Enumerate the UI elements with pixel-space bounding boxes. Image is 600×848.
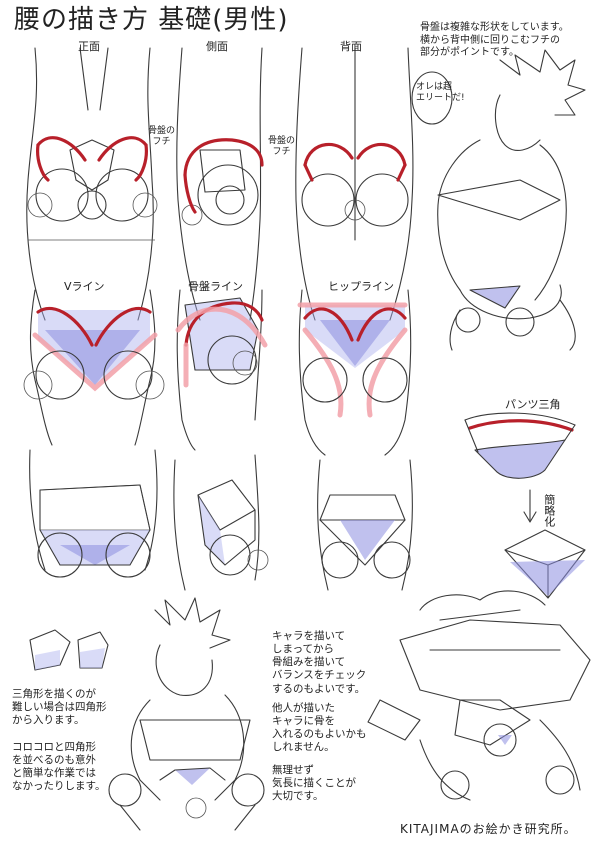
speech-bubble-text: オレは超 エリートだ! (416, 82, 465, 104)
character-crouching-drawing (108, 597, 265, 831)
label-panty-triangle: パンツ三角 (505, 398, 561, 411)
box-pelvis-back-drawing (317, 459, 413, 591)
hip-line-drawing (297, 289, 412, 456)
signature: KITAJIMAのお絵かき研究所。 (400, 822, 577, 836)
label-v-line: Vライン (64, 280, 105, 293)
center-note-3: 無理せず 気長に描くことが 大切です。 (272, 764, 356, 803)
small-cubes-drawing (29, 629, 109, 671)
label-pelvis-edge-front: 骨盤の フチ (148, 126, 176, 148)
panty-triangle-drawing (464, 412, 576, 479)
simplified-box-drawing (504, 529, 586, 599)
box-pelvis-front-drawing (29, 449, 158, 578)
center-note-2: 他人が描いた キャラに骨を 入れるのもよいかも しれません。 (272, 702, 367, 754)
character-standing-drawing (437, 49, 586, 351)
pelvis-front-drawing (26, 47, 158, 321)
pelvis-line-drawing (175, 289, 268, 451)
character-reaching-drawing (367, 590, 591, 801)
intro-note: 骨盤は複雑な形状をしています。 横から背中側に回りこむフチの 部分がポイントです… (420, 22, 569, 58)
v-line-drawing (23, 289, 165, 446)
label-hip-line: ヒップライン (328, 280, 394, 293)
label-back-view: 背面 (340, 40, 362, 53)
pelvis-back-drawing (295, 47, 414, 321)
box-pelvis-side-drawing (173, 454, 269, 591)
label-pelvis-line: 骨盤ライン (188, 280, 243, 293)
label-front-view: 正面 (78, 40, 100, 53)
label-side-view: 側面 (206, 40, 228, 53)
left-note: 三角形を描くのが 難しい場合は四角形 から入ります。 コロコロと四角形 を並べる… (12, 688, 107, 792)
speech-bubble-outline (411, 71, 453, 125)
label-simplify: 簡略化 (542, 494, 556, 527)
down-arrow-icon (523, 489, 537, 523)
label-pelvis-edge-back: 骨盤の フチ (268, 136, 296, 158)
pelvis-side-drawing (176, 47, 264, 321)
center-note-1: キャラを描いて しまってから 骨組みを描いて バランスをチェック するのもよいで… (272, 630, 367, 695)
page-title: 腰の描き方 基礎(男性) (14, 5, 289, 35)
